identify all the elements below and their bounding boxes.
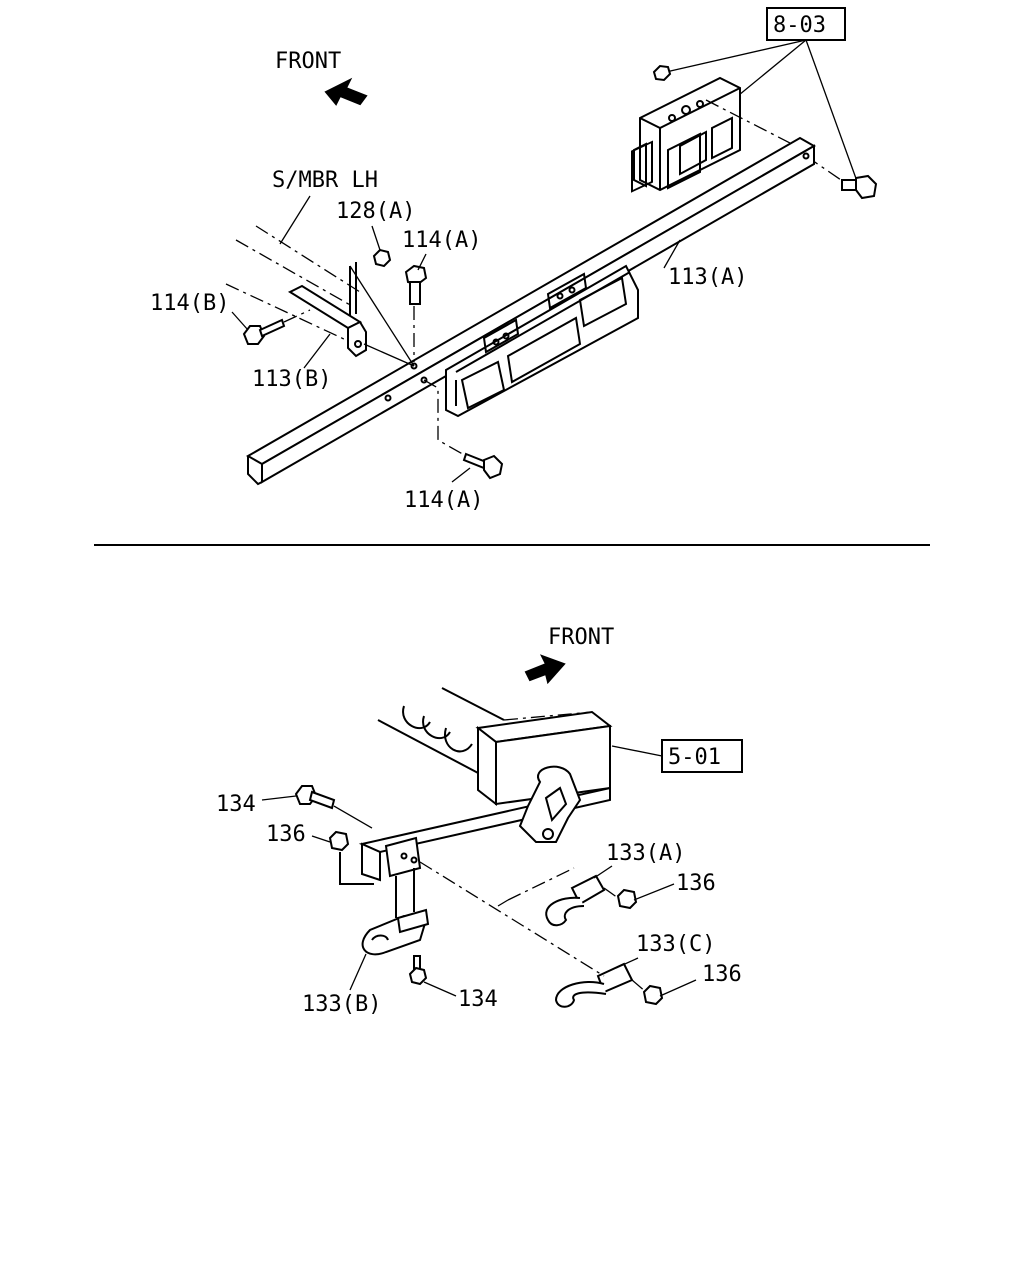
bottom-ref-box: 5-01	[661, 739, 743, 773]
nut-136-c-icon	[642, 984, 664, 1006]
bolt-icon	[841, 174, 878, 200]
nut-136-left-icon	[328, 830, 350, 852]
crossmember-113a	[245, 136, 817, 486]
top-front-arrow-icon	[324, 77, 368, 106]
label-136-left: 136	[266, 822, 306, 847]
bracket-113b	[287, 262, 367, 358]
top-ref-box-text: 8-03	[773, 13, 826, 38]
nut-136-a-icon	[616, 888, 638, 910]
hook-133c	[554, 962, 634, 1008]
top-section: FRONT 8-03	[150, 7, 878, 513]
label-133c: 133(C)	[636, 932, 715, 957]
bottom-front-arrow-icon	[524, 654, 566, 685]
frame-rail	[377, 687, 505, 775]
nut-icon	[652, 64, 672, 82]
label-113b: 113(B)	[252, 367, 331, 392]
label-114a-top: 114(A)	[402, 228, 481, 253]
label-128a: 128(A)	[336, 199, 415, 224]
hook-bracket	[339, 836, 422, 918]
bolt-114a-bottom-icon	[462, 452, 504, 480]
bolt-114a-top-icon	[404, 264, 428, 305]
label-133a: 133(A)	[606, 841, 685, 866]
label-113a: 113(A)	[668, 265, 747, 290]
bolt-134-top-icon	[294, 785, 336, 810]
label-s-mbr-lh: S/MBR LH	[272, 168, 378, 193]
label-133b: 133(B)	[302, 992, 381, 1017]
label-114b: 114(B)	[150, 291, 229, 316]
bottom-ref-box-text: 5-01	[668, 745, 721, 770]
label-114a-bottom: 114(A)	[404, 488, 483, 513]
hook-133b	[361, 908, 430, 956]
bottom-front-label: FRONT	[548, 625, 614, 650]
bolt-134-bottom-icon	[408, 955, 428, 986]
label-136-c: 136	[702, 962, 742, 987]
label-134-top: 134	[216, 792, 256, 817]
control-unit-bracket	[631, 76, 741, 193]
label-136-a: 136	[676, 871, 716, 896]
side-member-lh	[225, 225, 361, 341]
hook-133a	[497, 867, 606, 927]
top-front-label: FRONT	[275, 49, 341, 74]
top-ref-box: 8-03	[766, 7, 846, 41]
tow-hitch	[518, 765, 582, 843]
window-panel	[445, 264, 639, 418]
label-134-bottom: 134	[458, 987, 498, 1012]
bolt-114b-icon	[242, 318, 286, 345]
nut-128a-icon	[372, 248, 392, 268]
bottom-section: FRONT 5-01	[216, 625, 743, 1017]
